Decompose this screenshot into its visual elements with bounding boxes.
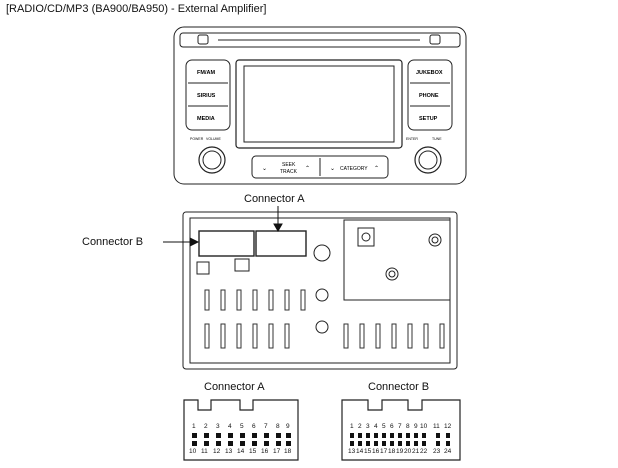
rear-connector-a bbox=[255, 230, 307, 257]
connector-a-bottom-pin-marks bbox=[192, 441, 291, 446]
pin-label: 24 bbox=[444, 448, 452, 455]
connector-b-callout: Connector B bbox=[82, 236, 144, 248]
connector-a-top-pin-marks bbox=[192, 433, 291, 438]
pin-label: 17 bbox=[273, 448, 281, 455]
pin-label: 10 bbox=[189, 448, 197, 455]
pin-label: 5 bbox=[382, 423, 386, 430]
rear-connector-b bbox=[198, 230, 255, 257]
pin-label: 13 bbox=[348, 448, 356, 455]
pin-label: 2 bbox=[204, 423, 208, 430]
rear-vent-slots bbox=[204, 289, 445, 349]
btn-jukebox: JUKEBOX bbox=[416, 70, 443, 76]
pin-label: 15 bbox=[364, 448, 372, 455]
seek-up-icon: ⌃ bbox=[305, 165, 310, 172]
front-panel-labels: FM/AM SIRIUS MEDIA JUKEBOX PHONE SETUP P… bbox=[190, 70, 443, 175]
pin-label: 6 bbox=[252, 423, 256, 430]
pin-label: 9 bbox=[414, 423, 418, 430]
btn-sirius: SIRIUS bbox=[197, 93, 216, 99]
pin-label: 19 bbox=[396, 448, 404, 455]
pin-label: 3 bbox=[366, 423, 370, 430]
pin-label: 15 bbox=[249, 448, 257, 455]
seek-label: SEEK bbox=[282, 162, 296, 168]
head-unit-rear bbox=[182, 211, 458, 370]
pin-label: 8 bbox=[406, 423, 410, 430]
pin-label: 7 bbox=[398, 423, 402, 430]
connector-b-title: Connector B bbox=[368, 381, 430, 393]
pin-label: 21 bbox=[412, 448, 420, 455]
pin-label: 7 bbox=[264, 423, 268, 430]
btn-setup: SETUP bbox=[419, 116, 438, 122]
pin-label: 4 bbox=[374, 423, 378, 430]
category-down-icon: ⌄ bbox=[330, 166, 335, 172]
pin-label: 16 bbox=[261, 448, 269, 455]
pin-label: 12 bbox=[444, 423, 452, 430]
pin-label: 8 bbox=[276, 423, 280, 430]
seek-down-icon: ⌄ bbox=[262, 166, 267, 172]
pin-label: 14 bbox=[237, 448, 245, 455]
pin-label: 13 bbox=[225, 448, 233, 455]
connector-b-housing bbox=[341, 399, 461, 461]
pin-label: 11 bbox=[201, 448, 208, 455]
btn-phone: PHONE bbox=[419, 93, 439, 99]
knob-left-volume: VOLUME bbox=[206, 137, 221, 141]
pin-label: 9 bbox=[286, 423, 290, 430]
connector-a-title: Connector A bbox=[204, 381, 265, 393]
category-label: CATEGORY bbox=[340, 166, 368, 172]
head-unit-front bbox=[173, 26, 467, 185]
track-label: TRACK bbox=[280, 169, 298, 175]
pin-label: 1 bbox=[350, 423, 354, 430]
pin-label: 10 bbox=[420, 423, 428, 430]
connector-b-bottom-pin-marks bbox=[350, 441, 450, 446]
btn-media: MEDIA bbox=[197, 116, 215, 122]
diagram-title: [RADIO/CD/MP3 (BA900/BA950) - External A… bbox=[6, 3, 267, 15]
knob-right-enter: ENTER bbox=[406, 137, 418, 141]
pin-label: 16 bbox=[372, 448, 380, 455]
pin-label: 6 bbox=[390, 423, 394, 430]
knob-right-tune: TUNE bbox=[432, 137, 442, 141]
pin-label: 5 bbox=[240, 423, 244, 430]
pin-label: 4 bbox=[228, 423, 232, 430]
pin-label: 2 bbox=[358, 423, 362, 430]
pin-label: 22 bbox=[420, 448, 428, 455]
pin-label: 1 bbox=[192, 423, 196, 430]
pin-label: 18 bbox=[388, 448, 396, 455]
pin-label: 11 bbox=[433, 423, 440, 430]
callout-arrows bbox=[163, 206, 283, 247]
pin-label: 23 bbox=[433, 448, 441, 455]
pin-label: 14 bbox=[356, 448, 364, 455]
knob-left-power: POWER bbox=[190, 137, 204, 141]
category-up-icon: ⌃ bbox=[374, 165, 379, 172]
connector-a-callout: Connector A bbox=[244, 193, 305, 205]
connector-b-top-pin-marks bbox=[350, 433, 450, 438]
pin-label: 17 bbox=[380, 448, 388, 455]
pin-label: 18 bbox=[284, 448, 292, 455]
pin-label: 20 bbox=[404, 448, 412, 455]
pin-label: 12 bbox=[213, 448, 221, 455]
btn-fm-am: FM/AM bbox=[197, 70, 215, 76]
pin-label: 3 bbox=[216, 423, 220, 430]
connector-a-housing bbox=[183, 399, 299, 461]
